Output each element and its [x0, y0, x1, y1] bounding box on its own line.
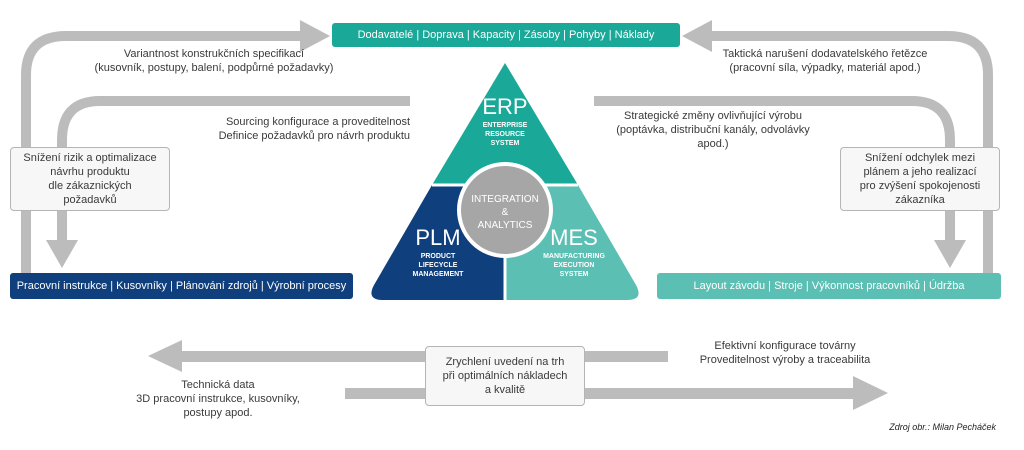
arrow-bottom-left	[148, 340, 668, 372]
bottom-box-line-2: při optimálních nákladech	[442, 370, 568, 382]
left-box-line-1: Snížení rizik a optimalizace	[23, 152, 157, 164]
middle-right-line-2: (poptávka, distribuční kanály, odvolávky	[616, 124, 810, 136]
plm-sub-2: LIFECYCLE	[419, 262, 458, 269]
top-right-text: Taktická narušení dodavatelského řetězce…	[690, 47, 960, 75]
top-right-line-1: Taktická narušení dodavatelského řetězce	[722, 48, 928, 60]
bottom-right-text: Efektivní konfigurace továrny Proveditel…	[680, 339, 890, 367]
erp-title: ERP	[482, 94, 527, 119]
mes-sub-2: EXECUTION	[554, 262, 595, 269]
plm-sub-1: PRODUCT	[421, 253, 456, 260]
bottom-benefit-box: Zrychlení uvedení na trh při optimálních…	[425, 346, 585, 406]
mes-sub-3: SYSTEM	[560, 271, 589, 278]
bottom-left-line-1: Technická data	[181, 379, 255, 391]
top-right-line-2: (pracovní síla, výpadky, materiál apod.)	[729, 62, 921, 74]
left-bar: Pracovní instrukce | Kusovníky | Plánová…	[10, 273, 353, 299]
middle-right-text: Strategické změny ovlivňující výrobu (po…	[598, 109, 828, 151]
bottom-right-line-2: Proveditelnost výroby a traceabilita	[699, 354, 871, 366]
right-benefit-box: Snížení odchylek mezi plánem a jeho real…	[840, 147, 1000, 211]
erp-sub-1: ENTERPRISE	[483, 122, 528, 129]
middle-left-line-2: Definice požadavků pro návrh produktu	[218, 130, 410, 142]
arrow-top-left	[21, 20, 330, 273]
arrow-inner-left	[46, 96, 410, 268]
right-box-line-4: zákazníka	[895, 194, 945, 206]
left-box-line-2: návrhu produktu	[50, 166, 130, 178]
left-benefit-box: Snížení rizik a optimalizace návrhu prod…	[10, 147, 170, 211]
arrow-bottom-right	[345, 376, 888, 410]
center-line-3: ANALYTICS	[478, 220, 533, 231]
arrow-inner-right	[594, 96, 966, 268]
top-left-line-2: (kusovník, postupy, balení, podpůrné pož…	[94, 62, 334, 74]
bottom-left-line-2: 3D pracovní instrukce, kusovníky,	[136, 393, 300, 405]
erp-segment	[432, 63, 578, 185]
plm-title: PLM	[415, 225, 460, 250]
top-bar: Dodavatelé | Doprava | Kapacity | Zásoby…	[332, 23, 680, 47]
left-box-line-4: požadavků	[63, 194, 117, 206]
mes-title: MES	[550, 225, 598, 250]
source-credit: Zdroj obr.: Milan Pecháček	[889, 422, 996, 432]
center-line-2: &	[502, 207, 509, 218]
erp-sub-3: SYSTEM	[491, 140, 520, 147]
mes-sub-1: MANUFACTURING	[543, 253, 605, 260]
middle-right-line-1: Strategické změny ovlivňující výrobu	[624, 110, 802, 122]
right-bar: Layout závodu | Stroje | Výkonnost praco…	[657, 273, 1001, 299]
integration-circle	[457, 162, 553, 258]
bottom-right-line-1: Efektivní konfigurace továrny	[714, 340, 856, 352]
left-box-line-3: dle zákaznických	[48, 180, 132, 192]
middle-left-line-1: Sourcing konfigurace a proveditelnost	[225, 116, 410, 128]
center-line-1: INTEGRATION	[471, 194, 539, 205]
bottom-box-line-1: Zrychlení uvedení na trh	[445, 356, 565, 368]
right-box-line-2: plánem a jeho realizací	[863, 166, 977, 178]
top-left-line-1: Variantnost konstrukčních specifikací	[123, 48, 305, 60]
bottom-left-text: Technická data 3D pracovní instrukce, ku…	[118, 378, 318, 420]
bottom-left-line-3: postupy apod.	[183, 407, 253, 419]
arrow-top-right	[682, 20, 993, 273]
erp-sub-2: RESOURCE	[485, 131, 525, 138]
right-box-line-1: Snížení odchylek mezi	[864, 152, 976, 164]
middle-left-text: Sourcing konfigurace a proveditelnost De…	[170, 115, 410, 143]
bottom-box-line-3: a kvalitě	[484, 384, 526, 396]
top-left-text: Variantnost konstrukčních specifikací (k…	[64, 47, 364, 75]
plm-sub-3: MANAGEMENT	[413, 271, 465, 278]
middle-right-line-3: apod.)	[697, 138, 729, 150]
right-box-line-3: pro zvýšení spokojenosti	[859, 180, 981, 192]
